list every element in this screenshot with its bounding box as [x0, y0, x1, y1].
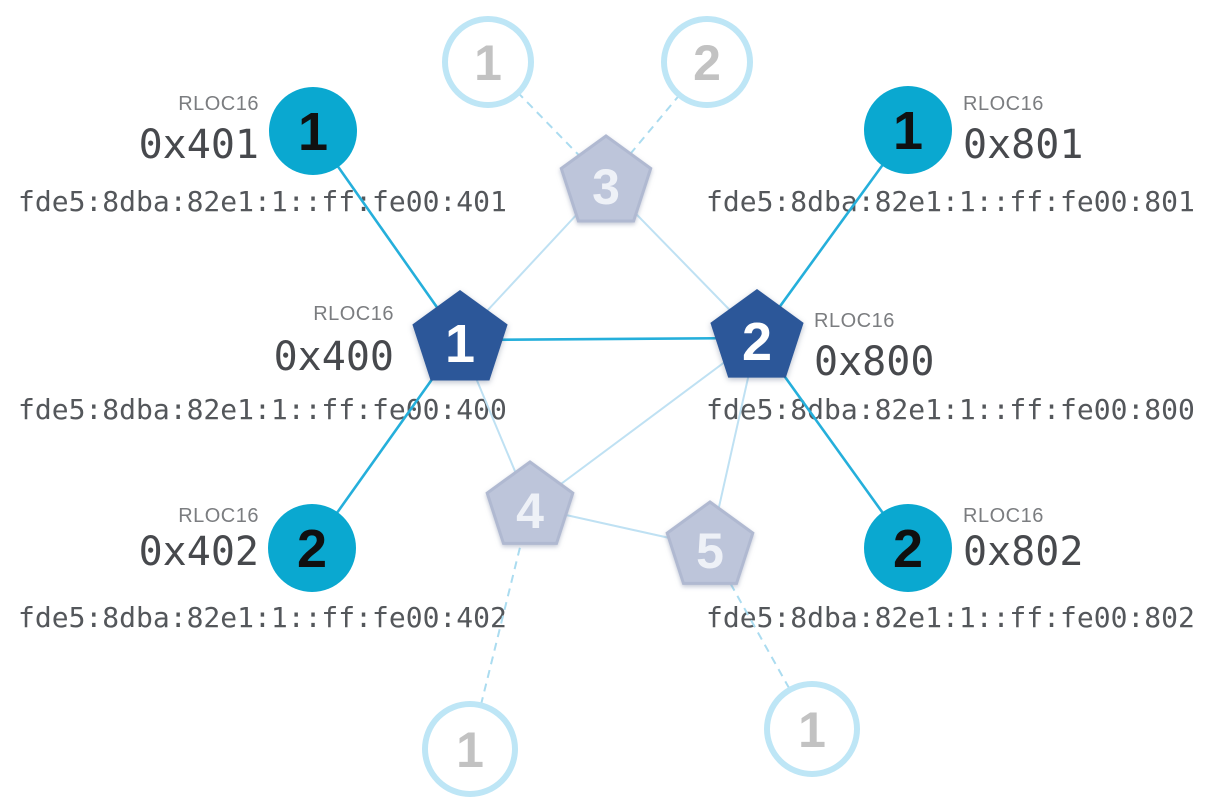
- nodes: 1 2 3 4 5 1 2 1 2 1 2 1 1: [268, 16, 952, 797]
- node-child-top-2[interactable]: 2: [661, 16, 753, 108]
- child-circle-icon: [764, 681, 860, 777]
- rloc16-value-child-801: 0x801: [963, 122, 1083, 168]
- node-router-4[interactable]: 4: [485, 460, 575, 545]
- child-circle-icon: [442, 16, 534, 108]
- rloc16-caption-child-402: RLOC16: [178, 505, 259, 527]
- router-pentagon-icon: [710, 289, 804, 378]
- node-child-801[interactable]: 1: [864, 86, 952, 174]
- rloc16-value-child-402: 0x402: [139, 529, 259, 575]
- node-child-top-1[interactable]: 1: [442, 16, 534, 108]
- node-child-bottom-right[interactable]: 1: [764, 681, 860, 777]
- node-number: 1: [798, 702, 826, 758]
- router-pentagon-icon: [412, 290, 508, 381]
- node-number: 1: [474, 35, 502, 91]
- ipv6-address-router-2: fde5:8dba:82e1:1::ff:fe00:800: [706, 393, 1195, 426]
- child-circle-icon: [864, 86, 952, 174]
- rloc16-value-child-401: 0x401: [139, 122, 259, 168]
- link-router-1-router-2: [459, 336, 758, 342]
- rloc16-caption-child-801: RLOC16: [963, 93, 1044, 115]
- router-pentagon-icon: [665, 500, 755, 585]
- rloc16-caption-router-1: RLOC16: [313, 303, 394, 325]
- node-child-401[interactable]: 1: [269, 87, 357, 175]
- node-number: 4: [516, 483, 544, 539]
- node-child-bottom-left[interactable]: 1: [422, 701, 518, 797]
- router-pentagon-icon: [559, 134, 653, 223]
- rloc16-caption-child-802: RLOC16: [963, 505, 1044, 527]
- router-pentagon-icon: [485, 460, 575, 545]
- node-number: 1: [456, 722, 484, 778]
- child-circle-icon: [422, 701, 518, 797]
- link-router-4-router-2: [529, 337, 758, 508]
- rloc16-value-child-802: 0x802: [963, 529, 1083, 575]
- node-number: 2: [297, 519, 327, 579]
- node-number: 2: [893, 519, 923, 579]
- ipv6-address-child-401: fde5:8dba:82e1:1::ff:fe00:401: [18, 185, 507, 218]
- node-router-1[interactable]: 1: [412, 290, 508, 381]
- node-number: 5: [696, 523, 724, 579]
- node-number: 3: [592, 159, 620, 215]
- node-router-5[interactable]: 5: [665, 500, 755, 585]
- node-router-2[interactable]: 2: [710, 289, 804, 378]
- node-child-802[interactable]: 2: [864, 504, 952, 592]
- child-circle-icon: [268, 504, 356, 592]
- ipv6-address-child-802: fde5:8dba:82e1:1::ff:fe00:802: [706, 601, 1195, 634]
- node-number: 1: [298, 102, 328, 162]
- node-number: 2: [742, 312, 772, 372]
- rloc16-value-router-1: 0x400: [274, 334, 394, 380]
- node-child-402[interactable]: 2: [268, 504, 356, 592]
- node-number: 1: [893, 101, 923, 161]
- rloc16-caption-child-401: RLOC16: [178, 93, 259, 115]
- rloc16-caption-router-2: RLOC16: [814, 310, 895, 332]
- ipv6-address-router-1: fde5:8dba:82e1:1::ff:fe00:400: [18, 393, 507, 426]
- child-circle-icon: [864, 504, 952, 592]
- node-number: 2: [693, 35, 721, 91]
- child-circle-icon: [269, 87, 357, 175]
- ipv6-address-child-402: fde5:8dba:82e1:1::ff:fe00:402: [18, 601, 507, 634]
- node-number: 1: [445, 314, 475, 374]
- ipv6-address-child-801: fde5:8dba:82e1:1::ff:fe00:801: [706, 185, 1195, 218]
- node-router-3[interactable]: 3: [559, 134, 653, 223]
- child-circle-icon: [661, 16, 753, 108]
- node-labels: RLOC160x400fde5:8dba:82e1:1::ff:fe00:400…: [18, 93, 1195, 634]
- rloc16-value-router-2: 0x800: [814, 339, 934, 385]
